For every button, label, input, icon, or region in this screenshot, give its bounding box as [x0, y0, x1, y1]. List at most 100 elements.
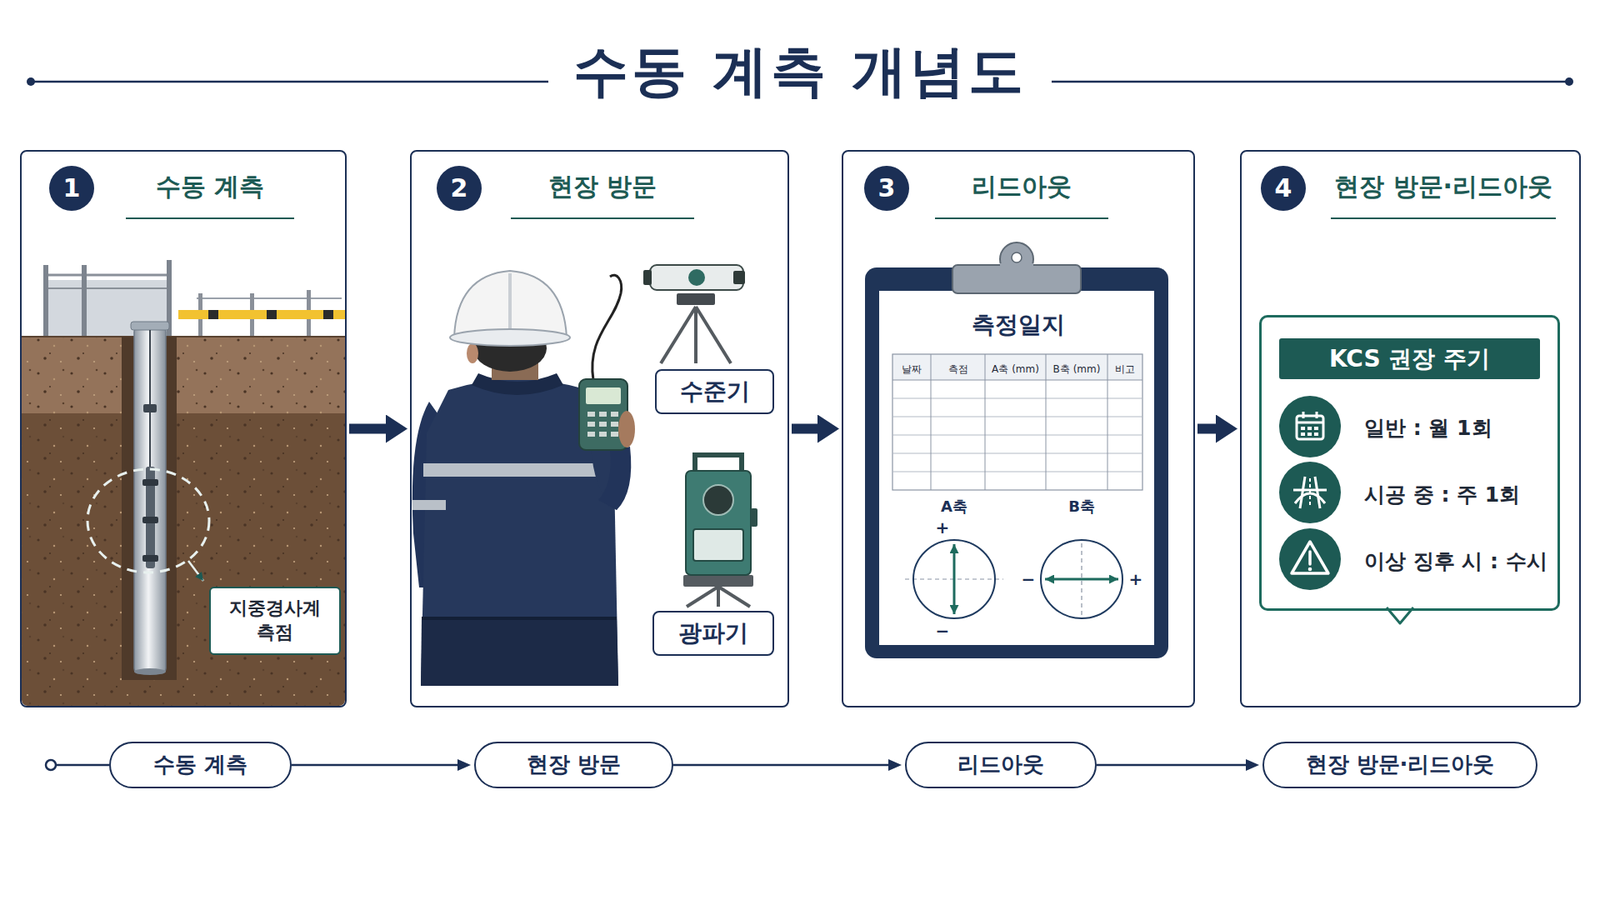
inclinometer-casing — [134, 326, 166, 674]
table-header: 측점 — [948, 364, 969, 375]
worker-hand — [618, 410, 635, 448]
worker-belt — [421, 616, 617, 620]
reflective-stripe — [423, 463, 616, 477]
probe-wheel — [142, 479, 159, 486]
step-number: 2 — [436, 165, 482, 211]
hard-hat-brim — [450, 329, 570, 346]
ground-line — [21, 335, 345, 338]
log-title: 측정일지 — [880, 310, 1156, 340]
step-number: 1 — [49, 165, 95, 211]
label-holder: A축 — [940, 499, 968, 515]
label-holder: B축 (mm) — [1053, 360, 1101, 376]
step-heading: 수동 계측 — [125, 171, 295, 220]
axis-label: A축 — [940, 499, 968, 515]
step-number-text: 4 — [1275, 175, 1293, 201]
readout-key — [610, 421, 619, 427]
tripod-leg — [660, 306, 696, 364]
readout-key — [587, 431, 595, 437]
flow-pill-text: 현장 방문 — [526, 751, 621, 778]
level-lens — [688, 269, 705, 286]
flow-connector — [673, 764, 889, 767]
axis-circle — [1040, 540, 1123, 619]
total-station — [683, 455, 758, 607]
warning-mark — [1308, 551, 1312, 565]
callout-text: 지중경사계 측점 — [210, 596, 340, 645]
leader-line — [188, 560, 204, 581]
level-eyepiece — [733, 270, 745, 285]
label-holder: 측점 — [948, 360, 969, 376]
station-base — [683, 575, 754, 587]
calendar-bar — [1296, 421, 1324, 425]
table-header: B축 (mm) — [1053, 364, 1101, 375]
step-panel: 리드아웃3측정일지 — [841, 150, 1195, 708]
table-rule — [1107, 354, 1109, 490]
axis-arrow — [1045, 578, 1119, 581]
fence-post — [43, 265, 49, 337]
log-sheet: 측정일지 — [880, 292, 1156, 647]
instrument-label: 수준기 — [655, 369, 775, 415]
readout-key — [587, 411, 595, 417]
step-panel: 현장 방문 2 수준기광파기 — [410, 150, 790, 708]
clipboard — [865, 242, 1169, 659]
cycle-text: 시공 중 : 주 1회 — [1261, 461, 1558, 529]
cycle-text: 이상 징후 시 : 수시 — [1261, 528, 1558, 595]
level-objective — [643, 270, 652, 285]
calendar-day — [1314, 432, 1319, 436]
tripod-head — [676, 293, 715, 305]
fence-rail — [45, 274, 171, 277]
measure-point-ring — [87, 469, 210, 573]
table-header: 날짜 — [901, 364, 922, 375]
step-heading: 현장 방문 — [510, 171, 695, 220]
instrument-label: 광파기 — [652, 610, 775, 656]
sign-label: − — [1020, 570, 1038, 588]
instrument-name: 수준기 — [680, 377, 750, 406]
label-holder: B축 — [1068, 499, 1095, 515]
axis-label: B축 — [1068, 499, 1095, 515]
table-rule — [892, 416, 1143, 418]
label-holder: − — [934, 622, 952, 640]
warning-icon — [1279, 528, 1341, 590]
flow-start-line — [55, 764, 110, 767]
calendar-frame — [1296, 415, 1324, 440]
worker-figure — [412, 270, 635, 686]
calendar-day — [1307, 432, 1312, 436]
clipboard-clip — [1000, 263, 1034, 269]
step-number: 3 — [864, 165, 910, 211]
title-rule-dot — [1565, 77, 1574, 86]
flow-start-dot — [45, 760, 56, 770]
label-holder: 날짜 — [901, 360, 922, 376]
station-handle — [695, 455, 742, 472]
step-panel: 현장 방문·리드아웃4KCS 권장 주기일반 : 월 1회시공 중 : 주 1회… — [1240, 150, 1581, 708]
warning-triangle — [1291, 541, 1329, 574]
table-rule — [892, 379, 1143, 380]
step-number: 4 — [1260, 165, 1306, 211]
calendar-ring — [1302, 411, 1305, 419]
barrier-bar — [178, 310, 345, 320]
table-rule — [892, 471, 1143, 473]
fence-mesh — [45, 280, 171, 337]
axis-arrow — [953, 544, 956, 615]
readout-key — [599, 411, 607, 417]
road-edge — [1315, 476, 1320, 509]
title-rule — [30, 80, 549, 84]
table-rule — [1045, 354, 1047, 490]
flow-pill: 리드아웃 — [905, 741, 1097, 789]
casing-joint — [143, 404, 157, 413]
hard-hat — [454, 270, 567, 338]
road-center — [1309, 478, 1311, 507]
tripod-leg — [695, 306, 731, 364]
clipboard-hole — [1011, 252, 1022, 263]
readout-key — [610, 411, 619, 417]
clipboard-clip — [952, 265, 1081, 294]
sign-label: + — [934, 519, 952, 536]
clipboard-paper — [879, 290, 1155, 645]
sign-label: + — [1127, 570, 1145, 588]
label-holder: + — [934, 519, 952, 537]
flow-pill: 수동 계측 — [109, 741, 292, 789]
tripod-leg — [718, 586, 750, 607]
probe-wheel — [142, 516, 159, 524]
level-body — [650, 265, 744, 290]
barrier-stripe — [266, 310, 277, 320]
